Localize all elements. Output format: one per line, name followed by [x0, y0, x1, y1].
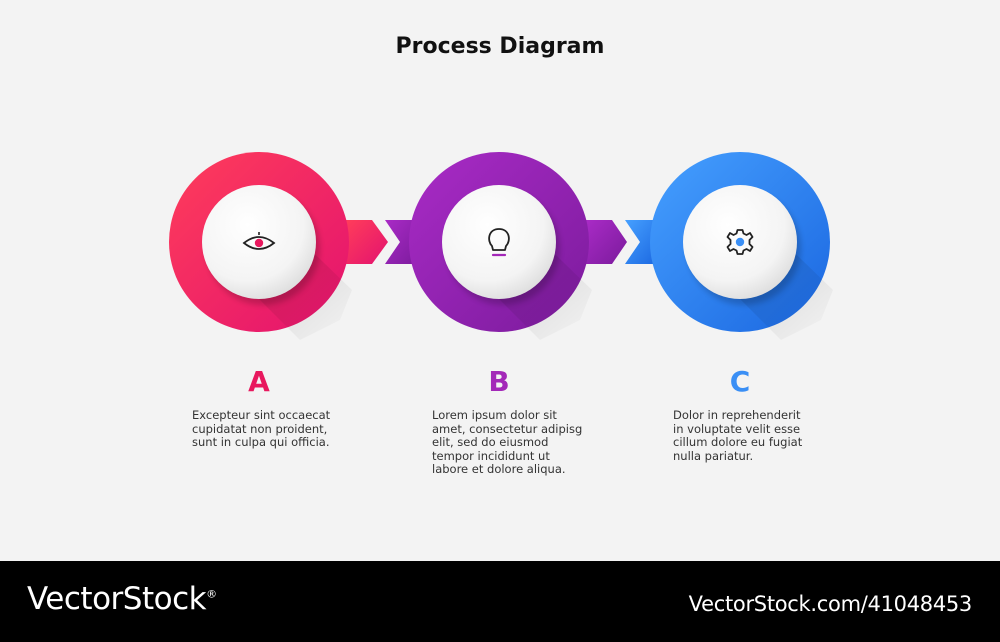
step-b-line: amet, consectetur adipisg: [432, 421, 583, 436]
step-b-line: elit, sed do eiusmod: [432, 435, 549, 449]
step-b-ball: [442, 185, 560, 305]
page-title: Process Diagram: [395, 34, 605, 59]
gear-icon: [726, 229, 754, 255]
lightbulb-icon: [488, 228, 510, 257]
step-c-description: Dolor in reprehenderit in voluptate veli…: [673, 408, 823, 463]
step-a-line: Excepteur sint occaecat: [192, 408, 331, 422]
stock-id: VectorStock.com/41048453: [688, 592, 973, 616]
step-b-line: tempor incididunt ut: [432, 448, 550, 463]
step-b-letter: B: [488, 365, 510, 398]
step-c-line: in voluptate velit esse: [673, 421, 801, 436]
step-c-line: nulla pariatur.: [673, 448, 754, 463]
step-a-line: cupidatat non proident,: [192, 421, 328, 436]
brand-logo: VectorStock®: [27, 581, 217, 617]
brand-name: VectorStock: [27, 581, 207, 617]
step-c-line: cillum dolore eu fugiat: [673, 435, 803, 449]
step-b-description: Lorem ipsum dolor sit amet, consectetur …: [432, 408, 583, 477]
step-b-line: Lorem ipsum dolor sit: [432, 408, 557, 422]
step-c-line: Dolor in reprehenderit: [673, 408, 801, 422]
step-a-description: Excepteur sint occaecat cupidatat non pr…: [192, 408, 342, 450]
step-a-letter: A: [248, 365, 270, 398]
step-a-line: sunt in culpa qui officia.: [192, 435, 330, 449]
watermark-bar: VectorStock® VectorStock.com/41048453: [0, 561, 1000, 642]
step-c-letter: C: [729, 365, 751, 398]
process-diagram: [169, 152, 833, 340]
eye-icon: [242, 232, 276, 250]
step-b-line: labore et dolore aliqua.: [432, 462, 566, 476]
registered-mark: ®: [206, 587, 217, 601]
